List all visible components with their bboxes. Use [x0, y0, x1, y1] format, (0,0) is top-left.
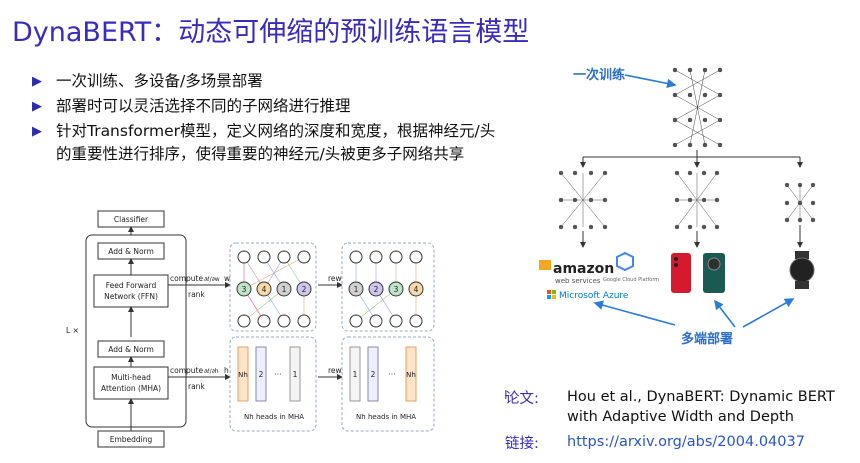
bullet-text: 部署时可以灵活选择不同的子网络进行推理: [56, 97, 351, 115]
mha-label-2: Attention (MHA): [101, 384, 161, 393]
link-label: 链接:: [505, 436, 539, 452]
smartwatch-icon: [789, 257, 815, 283]
classifier-label: Classifier: [114, 215, 149, 224]
add-norm-top-label: Add & Norm: [108, 247, 154, 256]
ffn-box: [93, 274, 169, 308]
head-after-1: 1: [353, 370, 358, 379]
head-before-1: Nh: [238, 371, 248, 379]
large-subnetwork-icon: [558, 170, 608, 230]
w-symbol: w: [224, 274, 230, 283]
azure-logo-text: Microsoft Azure: [559, 291, 629, 301]
compute-h-label: compute: [170, 366, 203, 375]
link-row: 链接: https://arxiv.org/abs/2004.04037: [505, 432, 847, 453]
paper-text: Hou et al., DynaBERT: Dynamic BERT with …: [567, 389, 835, 425]
ffn-neurons-before-panel: [229, 242, 317, 332]
neuron-after-3: 3: [394, 285, 399, 294]
text-cursor-icon: I: [504, 388, 508, 402]
gradient-h-label: ∂ℓ/∂h: [204, 368, 219, 375]
paper-label: 论文:: [505, 391, 539, 407]
head-before-3: ···: [274, 370, 281, 379]
triangle-bullet-icon: ▶: [32, 99, 42, 114]
cloud-logos: amazon web services Microsoft Azure Goog…: [539, 251, 659, 301]
bullet-item: ▶ 一次训练、多设备/多场景部署: [32, 70, 502, 93]
compute-w-label: compute: [170, 274, 203, 283]
neuron-before-4: 2: [302, 285, 307, 294]
deployment-diagram: 一次训练: [525, 55, 860, 355]
bullet-list: ▶ 一次训练、多设备/多场景部署 ▶ 部署时可以灵活选择不同的子网络进行推理 ▶…: [32, 70, 502, 168]
amazon-logo-text: amazon: [553, 261, 614, 277]
repeat-label: L ×: [66, 326, 79, 335]
multi-deploy-label: 多端部署: [681, 331, 733, 347]
paper-link[interactable]: https://arxiv.org/abs/2004.04037: [567, 434, 805, 450]
triangle-bullet-icon: ▶: [32, 74, 42, 89]
ffn-label-1: Feed Forward: [106, 281, 157, 290]
head-after-4: Nh: [406, 371, 416, 379]
full-network-icon: [672, 67, 723, 148]
bullet-text: 针对Transformer模型，定义网络的深度和宽度，根据神经元/头的重要性进行…: [56, 122, 496, 163]
ffn-label-2: Network (FFN): [104, 292, 158, 301]
neuron-before-1: 3: [242, 285, 247, 294]
slide-title: DynaBERT：动态可伸缩的预训练语言模型: [12, 17, 530, 48]
small-subnetwork-icon: [784, 182, 816, 223]
neuron-before-2: 4: [262, 285, 267, 294]
aws-logo-text: web services: [555, 277, 601, 285]
paper-row: 论文: Hou et al., DynaBERT: Dynamic BERT w…: [505, 387, 847, 427]
bullet-item: ▶ 部署时可以灵活选择不同的子网络进行推理: [32, 95, 502, 118]
architecture-diagram: Classifier Add & Norm Feed Forward Netwo…: [66, 210, 435, 448]
head-before-2: 2: [259, 370, 264, 379]
medium-subnetwork-icon: [674, 170, 720, 230]
mha-label-1: Multi-head: [111, 373, 151, 382]
aws-box-icon: [539, 260, 551, 270]
reference-block: 论文: Hou et al., DynaBERT: Dynamic BERT w…: [505, 387, 847, 458]
heads-symbol-2: Nh: [356, 413, 366, 421]
rewire-label-1: rewire: [328, 274, 352, 283]
bullet-item: ▶ 针对Transformer模型，定义网络的深度和宽度，根据神经元/头的重要性…: [32, 120, 502, 166]
neuron-before-3: 1: [282, 285, 287, 294]
heads-caption-1: heads in MHA: [256, 413, 304, 421]
neuron-after-2: 2: [374, 285, 379, 294]
google-cloud-icon: [616, 251, 634, 272]
train-once-label: 一次训练: [573, 67, 625, 83]
triangle-bullet-icon: ▶: [32, 124, 42, 139]
neuron-after-4: 4: [414, 285, 419, 294]
head-after-2: 2: [371, 370, 376, 379]
heads-symbol-1: Nh: [244, 413, 254, 421]
ffn-neurons-after-panel: [341, 242, 435, 332]
head-after-3: ···: [388, 370, 395, 379]
gradient-w-label: ∂ℓ/∂w: [204, 276, 220, 283]
google-cloud-text: Google Cloud Platform: [603, 277, 659, 283]
embedding-box: [97, 430, 165, 448]
bullet-text: 一次训练、多设备/多场景部署: [56, 72, 263, 90]
rank-label-1: rank: [188, 290, 205, 299]
head-before-4: 1: [293, 370, 298, 379]
rewire-label-2: rewire: [328, 366, 352, 375]
mha-box: [93, 366, 169, 400]
rank-label-2: rank: [188, 382, 205, 391]
neuron-after-1: 1: [354, 285, 359, 294]
heads-caption-2: heads in MHA: [368, 413, 416, 421]
h-symbol: h: [224, 366, 229, 375]
add-norm-bottom-label: Add & Norm: [108, 345, 154, 354]
embedding-label: Embedding: [110, 435, 153, 444]
